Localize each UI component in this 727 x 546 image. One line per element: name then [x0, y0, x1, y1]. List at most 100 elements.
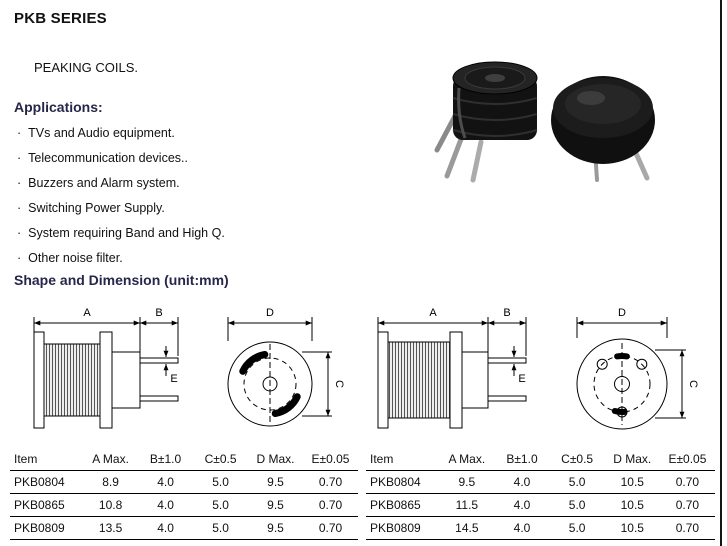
dimension-drawing-right: A B E D C [377, 307, 699, 430]
application-text: Switching Power Supply. [28, 200, 165, 215]
column-header: E±0.05 [659, 447, 715, 471]
applications-list: · TVs and Audio equipment. · Telecommunicat… [17, 120, 225, 270]
series-subtitle: PEAKING COILS. [34, 60, 139, 75]
value-cell: 10.5 [604, 516, 660, 540]
value-cell: 0.70 [659, 493, 715, 517]
value-cell: 4.0 [494, 493, 550, 517]
inductor-photo-right [551, 76, 655, 182]
column-header: C±0.5 [549, 447, 605, 471]
item-cell: PKB0865 [366, 493, 440, 517]
column-header: B±1.0 [138, 447, 194, 471]
dim-label-c: C [333, 380, 345, 388]
dimension-drawing-left: A B E D C [33, 307, 345, 429]
value-cell: 9.5 [248, 470, 304, 494]
application-text: Other noise filter. [28, 250, 123, 265]
column-header: Item [366, 447, 440, 471]
value-cell: 4.0 [138, 470, 194, 494]
dim-label-e: E [170, 373, 177, 385]
shape-dimension-heading: Shape and Dimension (unit:mm) [14, 272, 229, 288]
column-header: A Max. [439, 447, 495, 471]
bullet-dot: · [17, 175, 22, 190]
value-cell: 5.0 [193, 470, 249, 494]
page-title: PKB SERIES [14, 10, 107, 27]
application-item: ·Other noise filter. [17, 245, 225, 270]
inductor-photo-left [434, 61, 538, 183]
value-cell: 10.8 [83, 493, 139, 517]
item-cell: PKB0804 [366, 470, 440, 494]
value-cell: 0.70 [659, 516, 715, 540]
product-photo [434, 61, 655, 183]
value-cell: 13.5 [83, 516, 139, 540]
application-item: · Buzzers and Alarm system. [17, 170, 225, 195]
dim-label-d: D [618, 307, 626, 319]
dim-label-d: D [266, 307, 274, 319]
value-cell: 10.5 [604, 493, 660, 517]
application-item: · Switching Power Supply. [17, 195, 225, 220]
column-header: E±0.05 [303, 447, 358, 471]
value-cell: 8.9 [83, 470, 139, 494]
column-header: B±1.0 [494, 447, 550, 471]
value-cell: 5.0 [549, 516, 605, 540]
value-cell: 4.0 [494, 470, 550, 494]
value-cell: 5.0 [549, 493, 605, 517]
value-cell: 10.5 [604, 470, 660, 494]
value-cell: 0.70 [303, 470, 358, 494]
application-text: System requiring Band and High Q. [28, 225, 225, 240]
column-header: A Max. [83, 447, 139, 471]
bullet-dot: · [17, 150, 22, 165]
bullet-dot: · [17, 200, 22, 215]
item-cell: PKB0865 [10, 493, 84, 517]
application-item: · TVs and Audio equipment. [17, 120, 225, 145]
application-text: Telecommunication devices.. [28, 150, 188, 165]
column-header: Item [10, 447, 84, 471]
value-cell: 5.0 [193, 493, 249, 517]
dim-label-a: A [83, 307, 91, 319]
bullet-dot: · [17, 125, 22, 140]
column-header: D Max. [604, 447, 660, 471]
value-cell: 14.5 [439, 516, 495, 540]
side-view-left [33, 317, 179, 429]
dim-label-b: B [155, 307, 162, 319]
applications-heading: Applications: [14, 99, 103, 115]
page-edge-line [720, 0, 722, 546]
column-header: D Max. [248, 447, 304, 471]
column-header: C±0.5 [193, 447, 249, 471]
bullet-dot: · [17, 225, 22, 240]
dim-label-a: A [429, 307, 437, 319]
application-text: Buzzers and Alarm system. [28, 175, 180, 190]
item-cell: PKB0804 [10, 470, 84, 494]
application-text: TVs and Audio equipment. [28, 125, 175, 140]
side-view-right [377, 317, 527, 429]
value-cell: 11.5 [439, 493, 495, 517]
item-cell: PKB0809 [366, 516, 440, 540]
value-cell: 5.0 [549, 470, 605, 494]
application-item: · System requiring Band and High Q. [17, 220, 225, 245]
value-cell: 0.70 [303, 516, 358, 540]
value-cell: 0.70 [303, 493, 358, 517]
dim-label-c: C [687, 380, 699, 388]
application-item: · Telecommunication devices.. [17, 145, 225, 170]
value-cell: 9.5 [439, 470, 495, 494]
value-cell: 9.5 [248, 516, 304, 540]
item-cell: PKB0809 [10, 516, 84, 540]
dim-label-e: E [518, 373, 525, 385]
value-cell: 4.0 [494, 516, 550, 540]
value-cell: 9.5 [248, 493, 304, 517]
value-cell: 5.0 [193, 516, 249, 540]
bottom-view-right [576, 317, 686, 430]
value-cell: 4.0 [138, 516, 194, 540]
dim-label-b: B [503, 307, 510, 319]
value-cell: 4.0 [138, 493, 194, 517]
bottom-view-left [227, 317, 332, 427]
